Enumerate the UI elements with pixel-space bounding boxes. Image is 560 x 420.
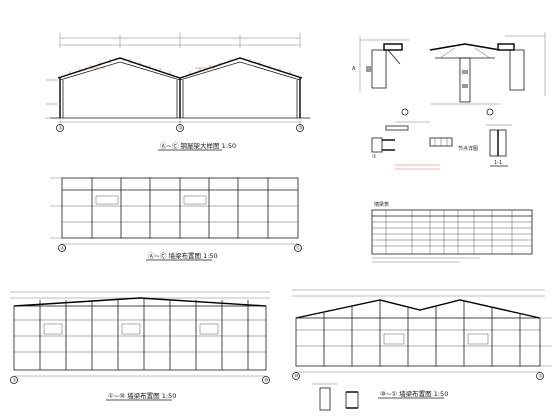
truss-elevation-view: ① ② ③ Ⓐ~Ⓒ 钢屋架大样图 1:50 <box>45 33 310 151</box>
wall3-axis-10: ⑩ <box>294 374 298 380</box>
wall-elevation-1: Ⓐ Ⓒ Ⓐ~Ⓒ 墙梁布置图 1:50 <box>50 177 302 261</box>
bottom-section-detail <box>312 383 359 411</box>
wall1-axis-a: Ⓐ <box>60 245 65 252</box>
wall2-axis-10: ⑩ <box>264 378 268 384</box>
wall-elevation-3: ⑩ ① ⑩~① 墙梁布置图 1:50 <box>292 289 552 399</box>
wall-elevation-3-title: ⑩~① 墙梁布置图 1:50 <box>380 389 448 398</box>
axis-label-2: ② <box>179 126 183 132</box>
axis-label-3: ③ <box>299 126 303 132</box>
truss-elevation-title: Ⓐ~Ⓒ 钢屋架大样图 1:50 <box>160 141 236 150</box>
node-detail-title: 节点详图 <box>458 145 478 152</box>
section-title: 1-1 <box>494 160 502 166</box>
svg-text:①: ① <box>372 154 377 160</box>
wall-elevation-1-title: Ⓐ~Ⓒ 墙梁布置图 1:50 <box>148 251 218 260</box>
wall3-axis-1: ① <box>539 374 543 380</box>
node-detail-view: A <box>352 32 546 116</box>
wall2-axis-1: ① <box>13 378 17 384</box>
svg-text:A: A <box>352 66 356 72</box>
spec-table-title: 墙梁表 <box>374 201 389 208</box>
wall-elevation-2: ① ⑩ ①~⑩ 墙梁布置图 1:50 <box>10 291 270 401</box>
axis-label-1: ① <box>59 126 63 132</box>
connection-details: ① 节点详图 1-1 <box>371 121 512 170</box>
wall-elevation-2-title: ①~⑩ 墙梁布置图 1:50 <box>108 391 176 400</box>
spec-table: 墙梁表 <box>371 201 533 263</box>
wall1-axis-c: Ⓒ <box>296 245 301 252</box>
